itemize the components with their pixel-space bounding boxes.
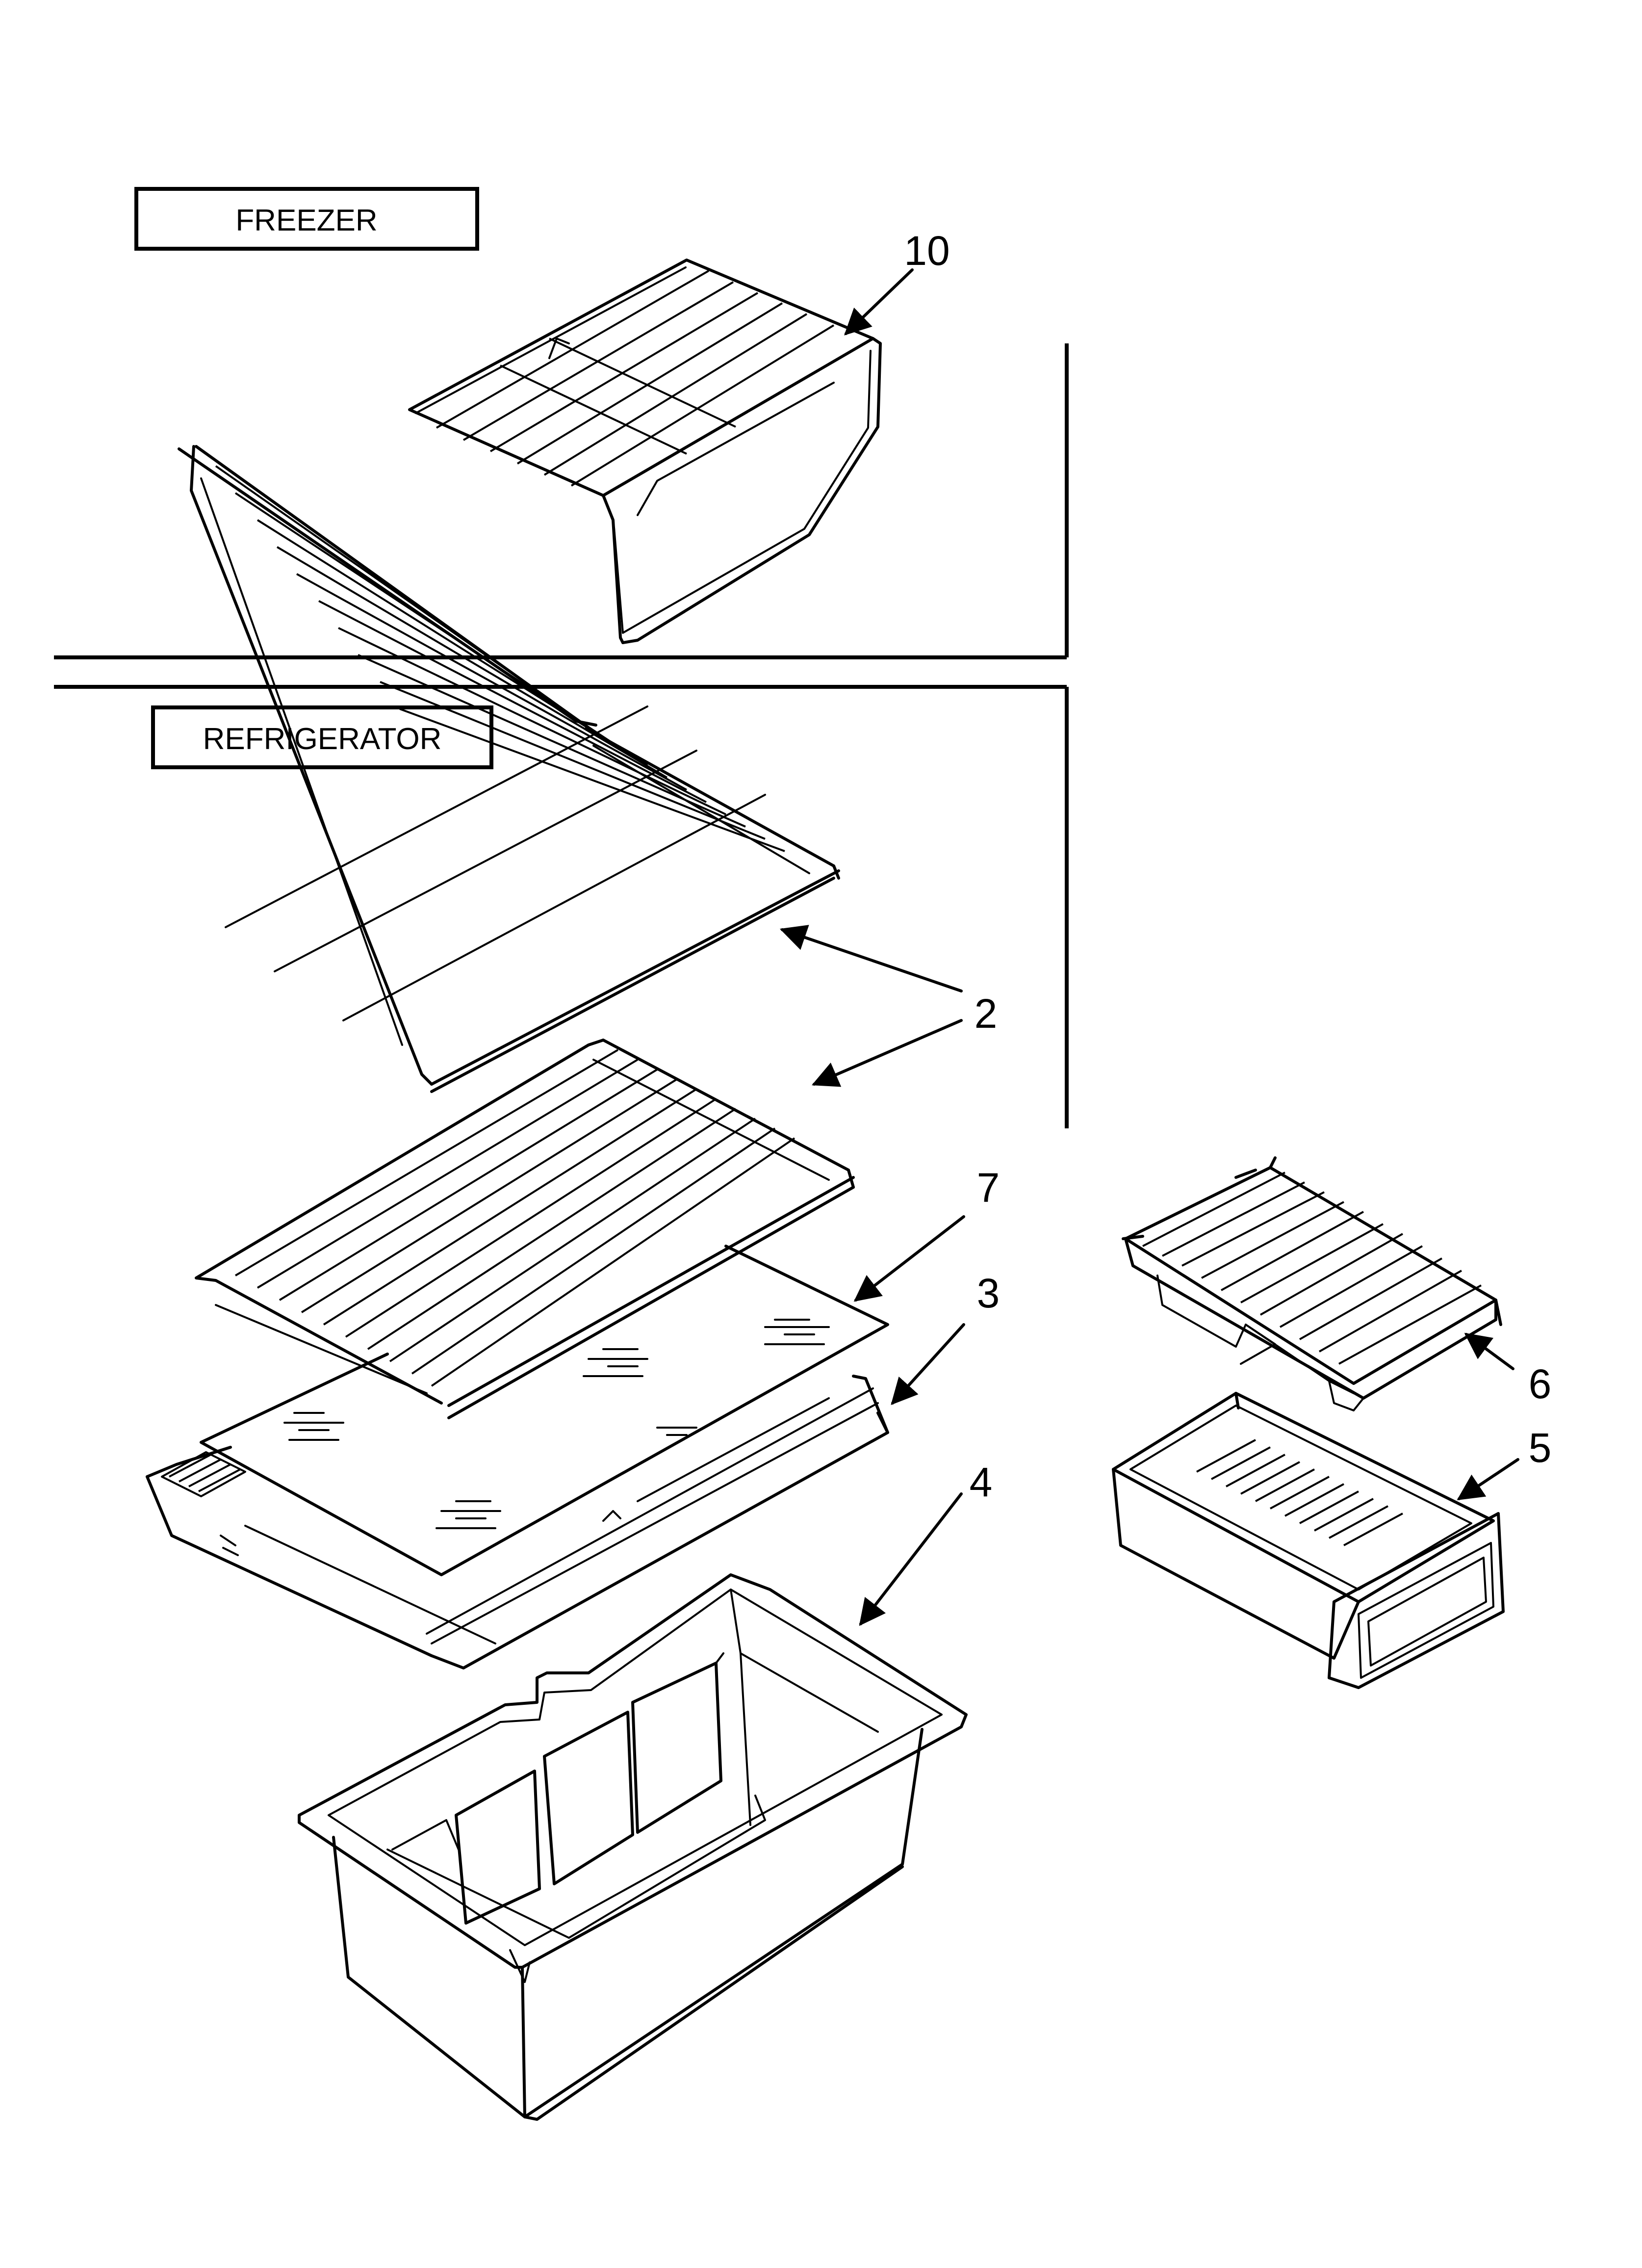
leader-3 [891, 1323, 965, 1406]
callout-numbers: 10 2 7 3 4 6 5 [904, 228, 1551, 1505]
leader-2a [779, 925, 963, 992]
callout-leaders [779, 268, 1519, 1626]
leader-7 [853, 1215, 965, 1302]
crisper-cover-frame [146, 1375, 889, 1669]
callout-3: 3 [977, 1270, 1000, 1316]
freezer-label-box: FREEZER [134, 187, 479, 251]
callout-6: 6 [1529, 1361, 1552, 1407]
glass-decal-marks [283, 1319, 830, 1529]
meat-pan-cover [1122, 1156, 1502, 1411]
freezer-section-frame [54, 343, 1069, 659]
callout-7: 7 [977, 1165, 1000, 1211]
crisper-drawer [298, 1573, 968, 2121]
fridge-wire-shelf-upper [178, 445, 840, 1093]
crisper-cover-vent [161, 1451, 246, 1497]
refrigerator-label: REFRIGERATOR [203, 722, 442, 756]
callout-5: 5 [1529, 1425, 1552, 1471]
callout-10: 10 [904, 228, 949, 274]
leader-4 [859, 1492, 963, 1626]
freezer-label: FREEZER [235, 204, 377, 237]
leader-6 [1464, 1332, 1514, 1370]
refrigerator-section-frame [54, 685, 1069, 1128]
leader-10 [844, 268, 914, 336]
glass-shelf-insert [200, 1245, 889, 1576]
refrigerator-label-box: REFRIGERATOR [151, 705, 493, 769]
leader-5 [1457, 1458, 1519, 1500]
freezer-wire-shelf [408, 259, 882, 644]
fridge-wire-shelf-lower [195, 1039, 855, 1419]
callout-2: 2 [975, 991, 998, 1037]
callout-4: 4 [970, 1459, 993, 1505]
meat-pan-drawer [1112, 1392, 1505, 1689]
leader-2b [812, 1019, 963, 1087]
